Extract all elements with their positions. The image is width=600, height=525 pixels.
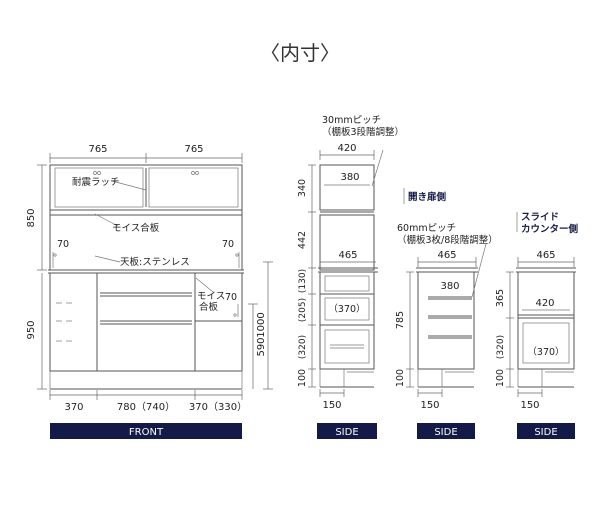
front-lower-height: 590 [256,337,267,356]
side1-h-205: (205) [298,298,308,322]
side1-lower-body [319,271,375,370]
side3-depth: 465 [536,250,555,261]
side1-h-320: (320) [298,335,308,359]
side1-bar-label: SIDE [335,427,358,438]
side1-h-130: (130) [298,269,308,293]
front-bottom-width-left: 370 [64,402,83,413]
front-width-left: 765 [88,144,107,155]
side1-drawer-depth: （370） [328,303,365,315]
label-moiss: モイス合板 [112,222,160,234]
side3-heading-line1: スライド [521,212,559,223]
front-bottom-width-right: 370（330） [189,401,247,413]
side1-pitch-line2: （棚板3段階調整） [322,126,404,138]
side1-pitch-line1: 30mmピッチ [322,115,381,126]
front-width-right: 765 [184,144,203,155]
side3-heading-line2: カウンター側 [521,223,579,235]
front-view: 765 765 耐震ラッチ モイス合板 70 70 天板:ステンレス [26,144,273,439]
front-total-height: 1000 [256,312,267,337]
side1-h-442: 442 [297,231,308,249]
front-inner-right-70: 70 [222,239,234,250]
label-moiss2-line1: モイス [197,291,225,302]
side1-base-width: 150 [322,400,341,411]
side2-bar [417,423,475,439]
side3-h-100: 100 [495,369,506,387]
side1-top-depth: 420 [337,143,356,154]
side3-body [517,271,575,370]
side1-upper-box [319,164,375,211]
side1-shelf-depth: 380 [340,172,359,183]
front-lower-cabinet [49,272,243,372]
front-inner-left-70: 70 [57,239,69,250]
side2-h-100: 100 [395,369,406,387]
side3-h-365: 365 [495,289,506,307]
front-height-lower: 950 [26,320,37,339]
front-inner-lower-70: 70 [225,292,237,303]
label-moiss2-line2: 合板 [199,301,219,313]
label-top-plate: 天板:ステンレス [120,256,190,268]
side1-mid-depth: 465 [338,250,357,261]
front-bar [50,423,242,439]
side-view-3: スライド カウンター側 465 420 （370） 365 (320) 100 … [495,212,579,439]
side2-heading: 開き扉側 [408,191,447,203]
side-view-1: 30mmピッチ （棚板3段階調整） 420 380 465 （370） [297,115,404,439]
side3-bar-label: SIDE [534,427,557,438]
side2-body [417,271,475,370]
side3-h-320: (320) [496,335,506,359]
side3-base-width: 150 [520,400,539,411]
front-height-upper: 850 [26,208,37,227]
side1-bar [317,423,377,439]
front-bottom-width-center: 780（740） [117,401,175,413]
side2-pitch-line1: 60mmピッチ [397,223,456,234]
page-title: 〈内寸〉 [260,41,340,65]
side2-shelf-depth: 380 [440,281,459,292]
side2-base-width: 150 [420,400,439,411]
side-view-2: 開き扉側 60mmピッチ （棚板3枚/8段階調整） 465 380 785 10… [395,188,498,439]
side1-h-340: 340 [297,179,308,197]
front-bar-label: FRONT [129,427,164,438]
side3-bar [517,423,575,439]
side3-drawer-depth: （370） [527,346,564,358]
side3-inner-depth: 420 [535,298,554,309]
side2-pitch-line2: （棚板3枚/8段階調整） [397,234,498,246]
side2-depth: 465 [437,250,456,261]
side2-bar-label: SIDE [434,427,457,438]
side2-h-785: 785 [395,311,406,329]
label-latch: 耐震ラッチ [72,176,120,188]
side1-h-100: 100 [297,369,308,387]
